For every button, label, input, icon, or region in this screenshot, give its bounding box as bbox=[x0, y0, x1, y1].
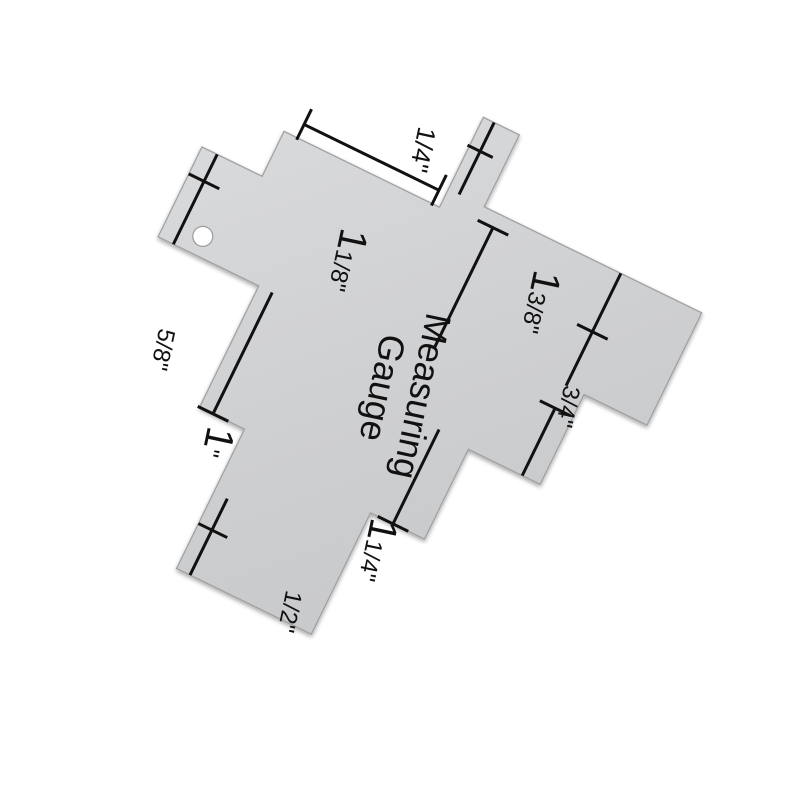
svg-text:1/4": 1/4" bbox=[403, 125, 442, 176]
marking-five-eighths: 5/8" bbox=[145, 326, 180, 373]
guide-lines bbox=[171, 108, 623, 576]
hanging-hole bbox=[192, 225, 214, 247]
marking-quarter: 1/4" bbox=[403, 125, 442, 176]
svg-text:11/4": 11/4" bbox=[350, 515, 406, 587]
svg-text:5/8": 5/8" bbox=[145, 326, 180, 373]
marking-one-quarter: 11/4" bbox=[350, 515, 406, 587]
marking-half: 1/2" bbox=[272, 588, 307, 635]
gauge-plate bbox=[157, 116, 703, 636]
svg-text:1/2": 1/2" bbox=[272, 588, 307, 635]
